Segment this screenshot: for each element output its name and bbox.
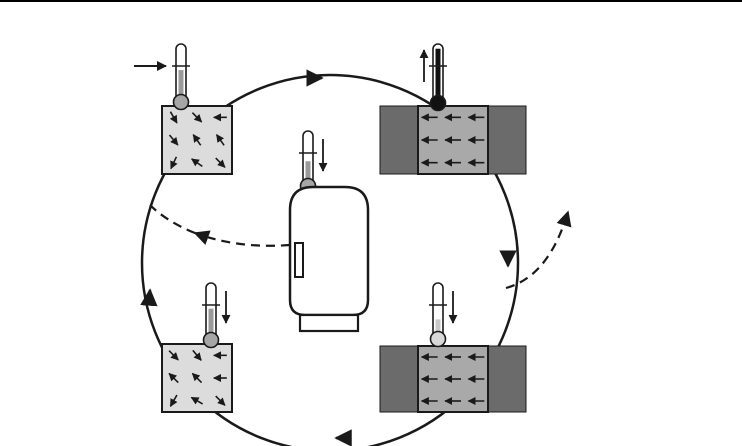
thermometer-stage-2 <box>424 44 447 111</box>
thermometer-stage-1 <box>172 44 190 110</box>
heat-flow-into-sample <box>150 205 195 233</box>
heat-flow-to-surroundings <box>506 212 568 288</box>
magnet-pole-right <box>488 346 526 412</box>
cycle-arrow-left <box>149 290 150 304</box>
thermometer-refrigerator <box>299 131 323 194</box>
refrigerator-handle <box>295 243 303 277</box>
heat-flow-from-refrigerator <box>195 233 290 246</box>
sample-demagnetized-warm <box>162 106 232 174</box>
thermometer-stage-3 <box>429 283 453 347</box>
thermometer-bulb <box>174 95 189 110</box>
magnet-pole-left <box>380 106 418 174</box>
magnet-pole-right <box>488 106 526 174</box>
refrigerator <box>290 187 368 331</box>
magnet-pole-left <box>380 346 418 412</box>
thermometer-stage-4 <box>202 283 226 348</box>
sample-magnetized-hot <box>380 106 526 174</box>
thermometer-bulb <box>431 332 446 347</box>
refrigerator-base <box>300 315 358 331</box>
thermometer-bulb <box>204 333 219 348</box>
sample-demagnetized-cold <box>162 344 232 412</box>
thermometer-bulb <box>431 96 446 111</box>
sample-magnetized-cooled <box>380 346 526 412</box>
